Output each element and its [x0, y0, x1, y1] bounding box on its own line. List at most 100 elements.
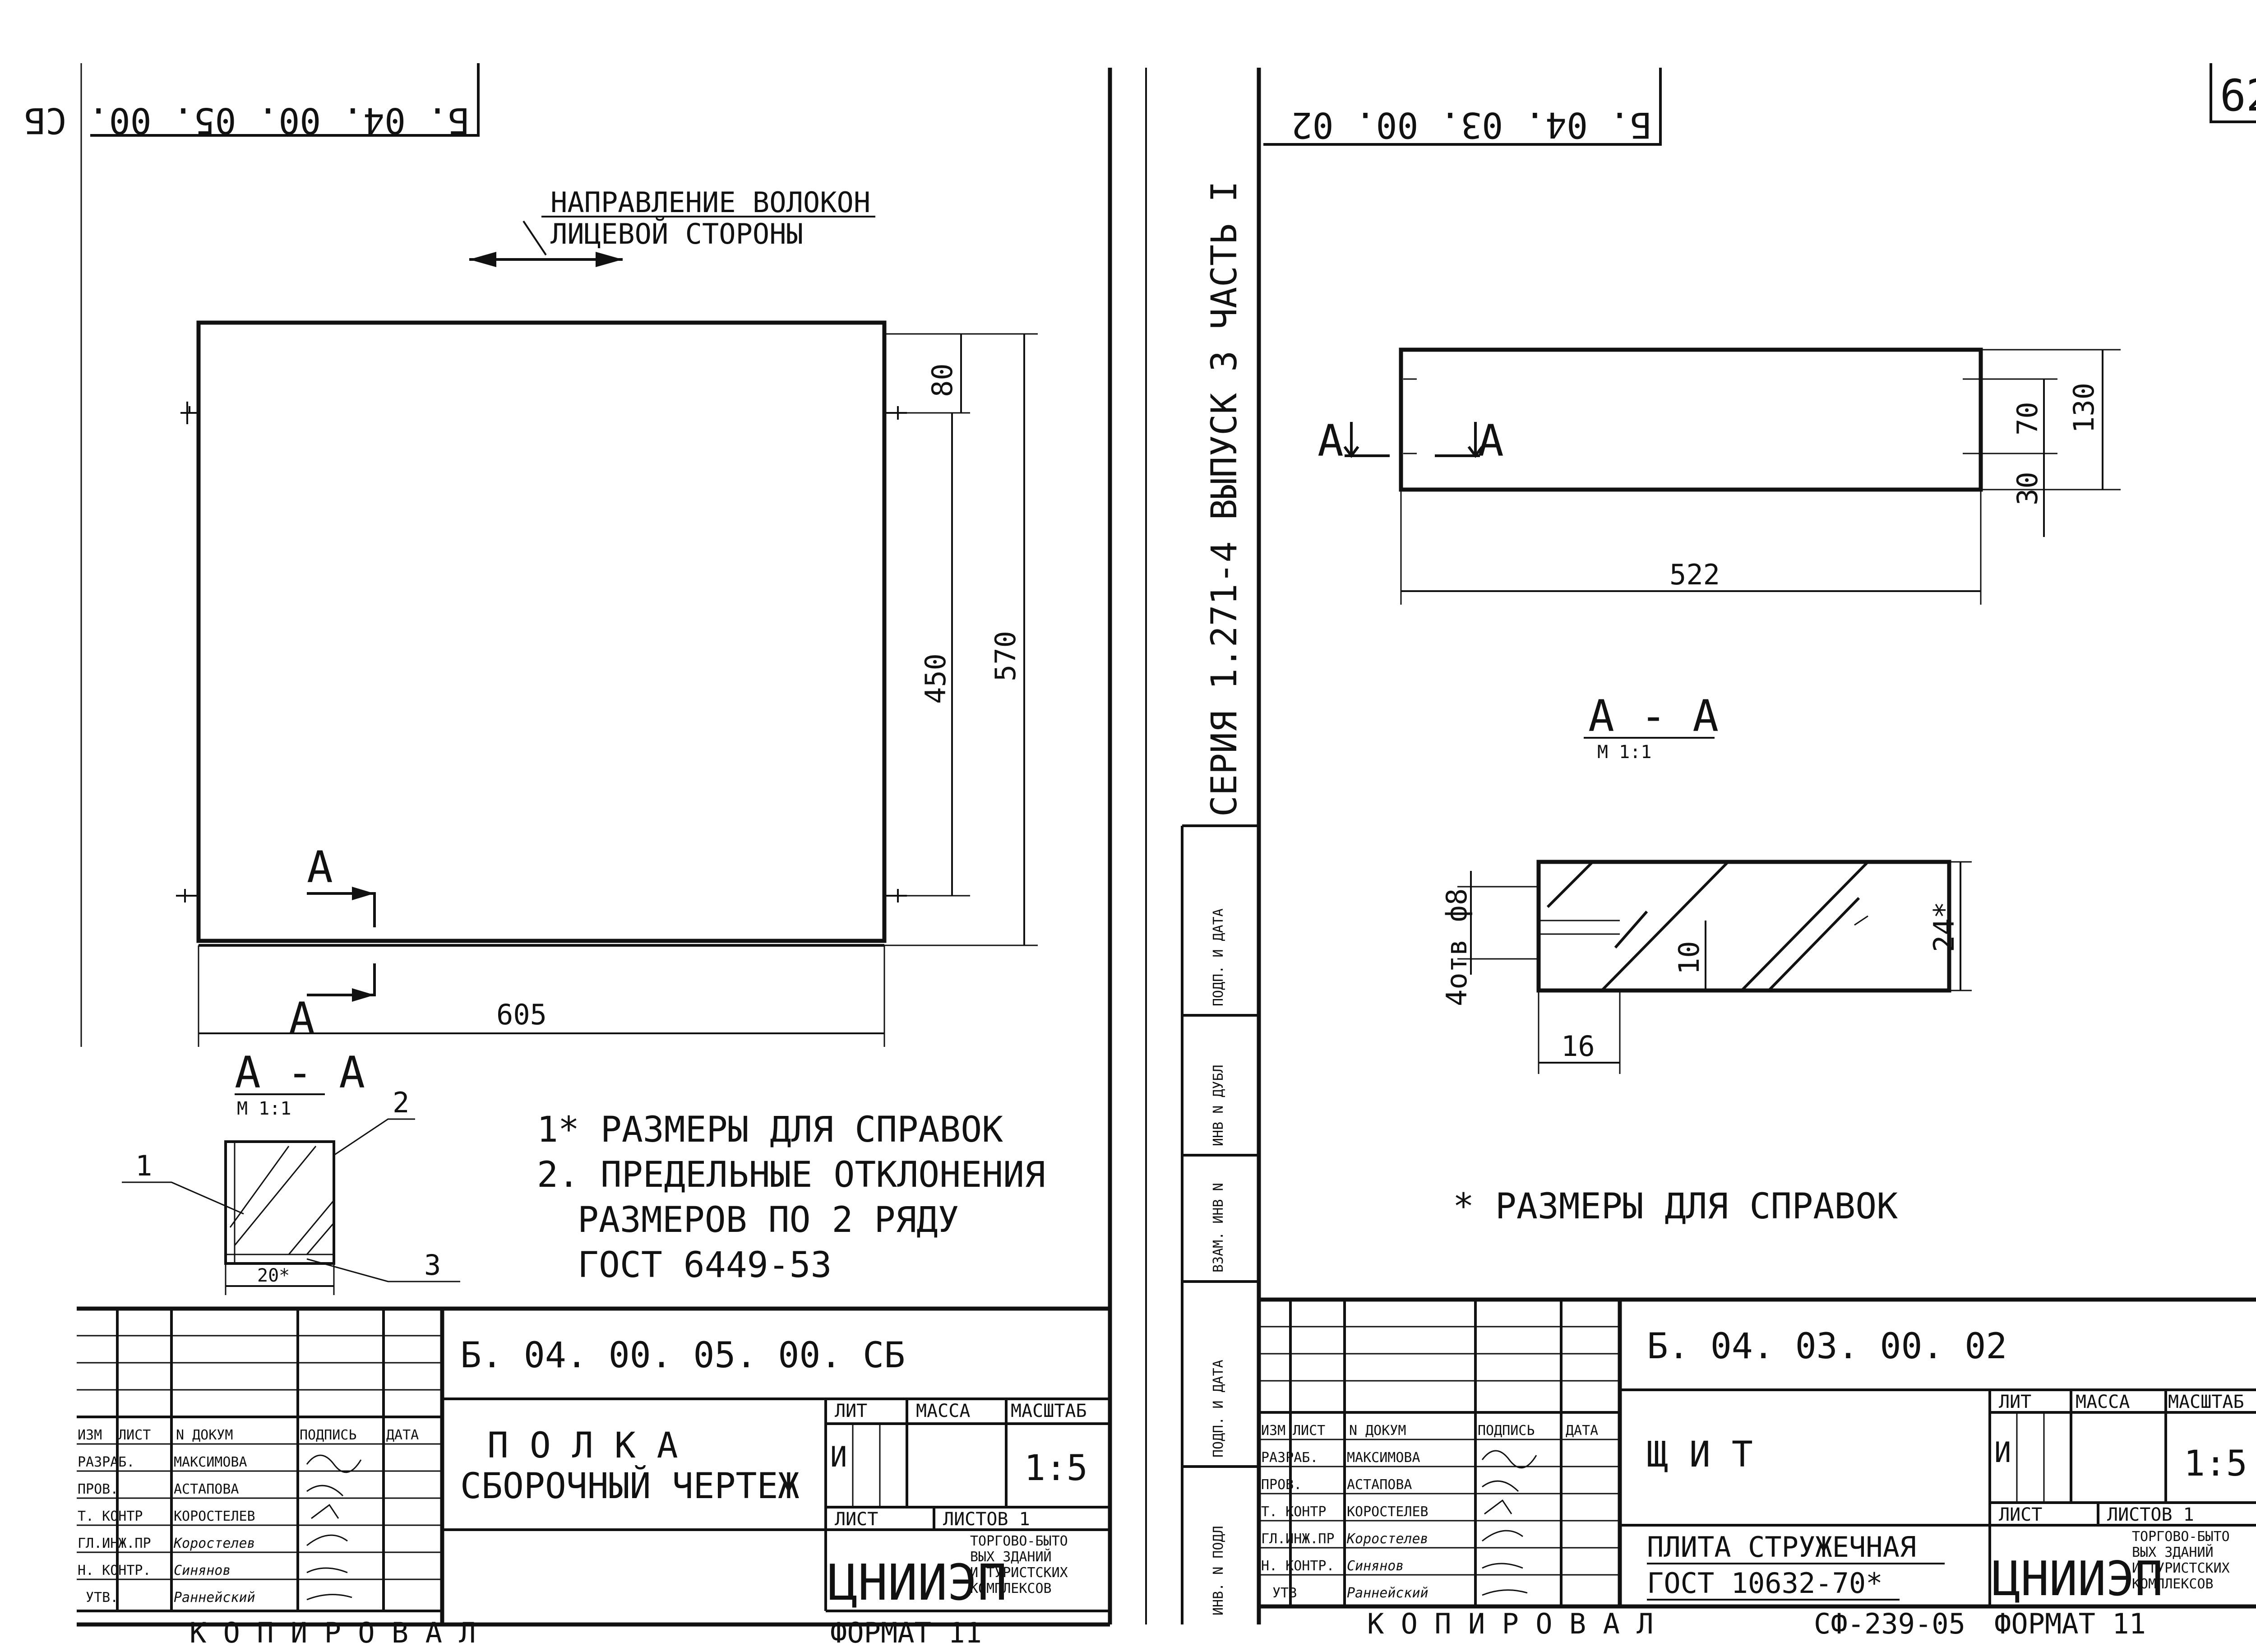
callout-1: 1: [135, 1149, 152, 1182]
name-glinzh: Коростелев: [173, 1536, 255, 1551]
header-scale: МАСШТАБ: [1011, 1401, 1087, 1421]
right-footer-format: ФОРМАТ 11: [1994, 1607, 2146, 1640]
dim-20: 20*: [257, 1265, 290, 1286]
name-tkontr: КОРОСТЕЛЕВ: [174, 1509, 255, 1524]
right-header-mass: МАССА: [2076, 1392, 2130, 1412]
right-title-block: ИЗМ ЛИСТ N ДОКУМ ПОДПИСЬ ДАТА РАЗРАБ. ПР…: [1259, 1297, 2256, 1606]
org-detail-3: И ТУРИСТСКИХ: [970, 1565, 1068, 1581]
right-section-scale: М 1:1: [1597, 742, 1651, 763]
right-org-detail-2: ВЫХ ЗДАНИЙ: [2132, 1544, 2214, 1560]
right-role-razrab: РАЗРАБ.: [1261, 1450, 1318, 1466]
right-footer-copied: К О П И Р О В А Л: [1367, 1607, 1654, 1640]
right-org-detail-3: И ТУРИСТСКИХ: [2132, 1560, 2230, 1576]
right-name-nkontr: Синянов: [1347, 1558, 1404, 1574]
section-mark-top: [307, 892, 376, 927]
series-label: СЕРИЯ 1.271-4 ВЫПУСК 3 ЧАСТЬ I: [1204, 181, 1245, 817]
strip-cell-1: ПОДП. И ДАТА: [1211, 908, 1226, 1006]
right-col-header-izm: ИЗМ: [1261, 1423, 1285, 1439]
right-role-tkontr: Т. КОНТР: [1261, 1504, 1327, 1520]
callout-1-leader: [122, 1181, 244, 1215]
org-detail-2: ВЫХ ЗДАНИЙ: [970, 1549, 1052, 1565]
fiber-arrow-head-right: [596, 252, 623, 267]
right-org-detail-1: ТОРГОВО-БЫТО: [2132, 1529, 2230, 1545]
right-name-prov: АСТАПОВА: [1347, 1477, 1412, 1493]
name-utv: Раннейский: [174, 1590, 255, 1606]
right-name-glinzh: Коростелев: [1346, 1531, 1428, 1547]
left-title-block: ИЗМ ЛИСТ N ДОКУМ ПОДПИСЬ ДАТА РАЗРАБ. ПР…: [77, 1306, 1110, 1624]
section-arrow-left: [1343, 422, 1359, 458]
section-hatch: [229, 1146, 335, 1255]
section-hatch-right: [1546, 861, 1869, 992]
col-header-date: ДАТА: [386, 1427, 419, 1443]
right-material-1: ПЛИТА СТРУЖЕЧНАЯ: [1647, 1531, 1916, 1564]
left-sheet: Б. 04. 00. 05. 00. СБ НАПРАВЛЕНИЕ ВОЛОКО…: [24, 63, 1112, 1649]
header-lit: ЛИТ: [835, 1401, 867, 1421]
right-top-code-box: [1263, 68, 1662, 146]
title-code: Б. 04. 00. 05. 00. СБ: [460, 1335, 905, 1376]
section-profile: [224, 1140, 335, 1265]
right-title-name: Щ И Т: [1647, 1435, 1753, 1475]
section-arrow-bottom: [352, 988, 374, 1002]
col-header-doc: N ДОКУМ: [176, 1427, 233, 1443]
fiber-note-line2: ЛИЦЕВОЙ СТОРОНЫ: [550, 217, 803, 250]
org-name: ЦНИИЭП: [828, 1554, 1007, 1611]
right-scale-value: 1:5: [2184, 1444, 2247, 1484]
right-material-2: ГОСТ 10632-70*: [1647, 1567, 1883, 1600]
role-glinzh: ГЛ.ИНЖ.ПР: [78, 1536, 151, 1551]
role-tkontr: Т. КОНТР: [78, 1509, 143, 1524]
dim-80: 80: [926, 363, 959, 397]
right-title-code: Б. 04. 03. 00. 02: [1647, 1326, 2007, 1367]
right-org-detail-4: КОМПЛЕКСОВ: [2132, 1576, 2214, 1592]
right-role-nkontr: Н. КОНТР.: [1261, 1558, 1335, 1574]
fiber-note-line1: НАПРАВЛЕНИЕ ВОЛОКОН: [550, 186, 870, 219]
right-name-tkontr: КОРОСТЕЛЕВ: [1347, 1504, 1428, 1520]
note-line-1: 1* РАЗМЕРЫ ДЛЯ СПРАВОК: [537, 1110, 1003, 1150]
header-sheets: ЛИСТОВ 1: [943, 1509, 1030, 1530]
name-razrab: МАКСИМОВА: [174, 1454, 247, 1470]
section-mark-bottom: [307, 963, 376, 996]
col-header-sign: ПОДПИСЬ: [300, 1427, 356, 1443]
right-role-utv: УТВ: [1272, 1585, 1297, 1601]
title-name-2: СБОРОЧНЫЙ ЧЕРТЕЖ: [460, 1465, 799, 1507]
role-nkontr: Н. КОНТР.: [78, 1563, 151, 1578]
right-name-razrab: МАКСИМОВА: [1347, 1450, 1420, 1466]
hatch-leader: [1854, 915, 1868, 926]
strip-cell-4: ПОДП. И ДАТА: [1211, 1360, 1226, 1458]
name-nkontr: Синянов: [174, 1563, 231, 1578]
section-label-bottom: А: [289, 993, 315, 1044]
section-label-top: А: [307, 842, 333, 893]
col-header-izm: ИЗМ: [78, 1427, 102, 1443]
dim-24: 24*: [1928, 902, 1960, 952]
strip-cell-3: ВЗАМ. ИНВ N: [1211, 1183, 1226, 1273]
section-title: А - А: [235, 1047, 365, 1098]
section-arrow-right: [1467, 422, 1484, 458]
pin-bottom-left: [176, 889, 199, 902]
dim-30: 30: [2011, 472, 2044, 505]
callout-3: 3: [424, 1249, 441, 1282]
header-sheet: ЛИСТ: [835, 1509, 878, 1530]
right-col-header-list: ЛИСТ: [1293, 1423, 1325, 1439]
right-col-header-doc: N ДОКУМ: [1349, 1423, 1406, 1439]
callout-2-leader: [333, 1118, 415, 1156]
signatures: [306, 1454, 362, 1601]
sheet-number-box: [2210, 63, 2256, 123]
right-header-scale: МАСШТАБ: [2168, 1392, 2244, 1412]
org-detail-4: КОМПЛЕКСОВ: [970, 1581, 1052, 1596]
right-col-header-date: ДАТА: [1566, 1423, 1598, 1439]
callout-2: 2: [393, 1086, 409, 1119]
section-label-right: А: [1478, 416, 1504, 466]
note-line-2: 2. ПРЕДЕЛЬНЫЕ ОТКЛОНЕНИЯ: [537, 1155, 1045, 1195]
panel-holes: [1403, 378, 1981, 454]
middle-strip: СЕРИЯ 1.271-4 ВЫПУСК 3 ЧАСТЬ I ПОДП. И Д…: [1145, 68, 1261, 1624]
note-line-3: РАЗМЕРОВ ПО 2 РЯДУ: [578, 1200, 959, 1240]
dim-16: 16: [1561, 1030, 1595, 1063]
right-role-glinzh: ГЛ.ИНЖ.ПР: [1261, 1531, 1335, 1547]
fiber-leader: [522, 220, 547, 256]
lit-value: И: [830, 1440, 847, 1473]
section-scale: М 1:1: [237, 1098, 291, 1119]
dim-130: 130: [2067, 383, 2100, 433]
right-header-sheets: ЛИСТОВ 1: [2107, 1504, 2194, 1525]
dim-522: 522: [1669, 558, 1720, 591]
panel-outline: [1399, 347, 1983, 492]
shelf-outline: [196, 320, 887, 943]
